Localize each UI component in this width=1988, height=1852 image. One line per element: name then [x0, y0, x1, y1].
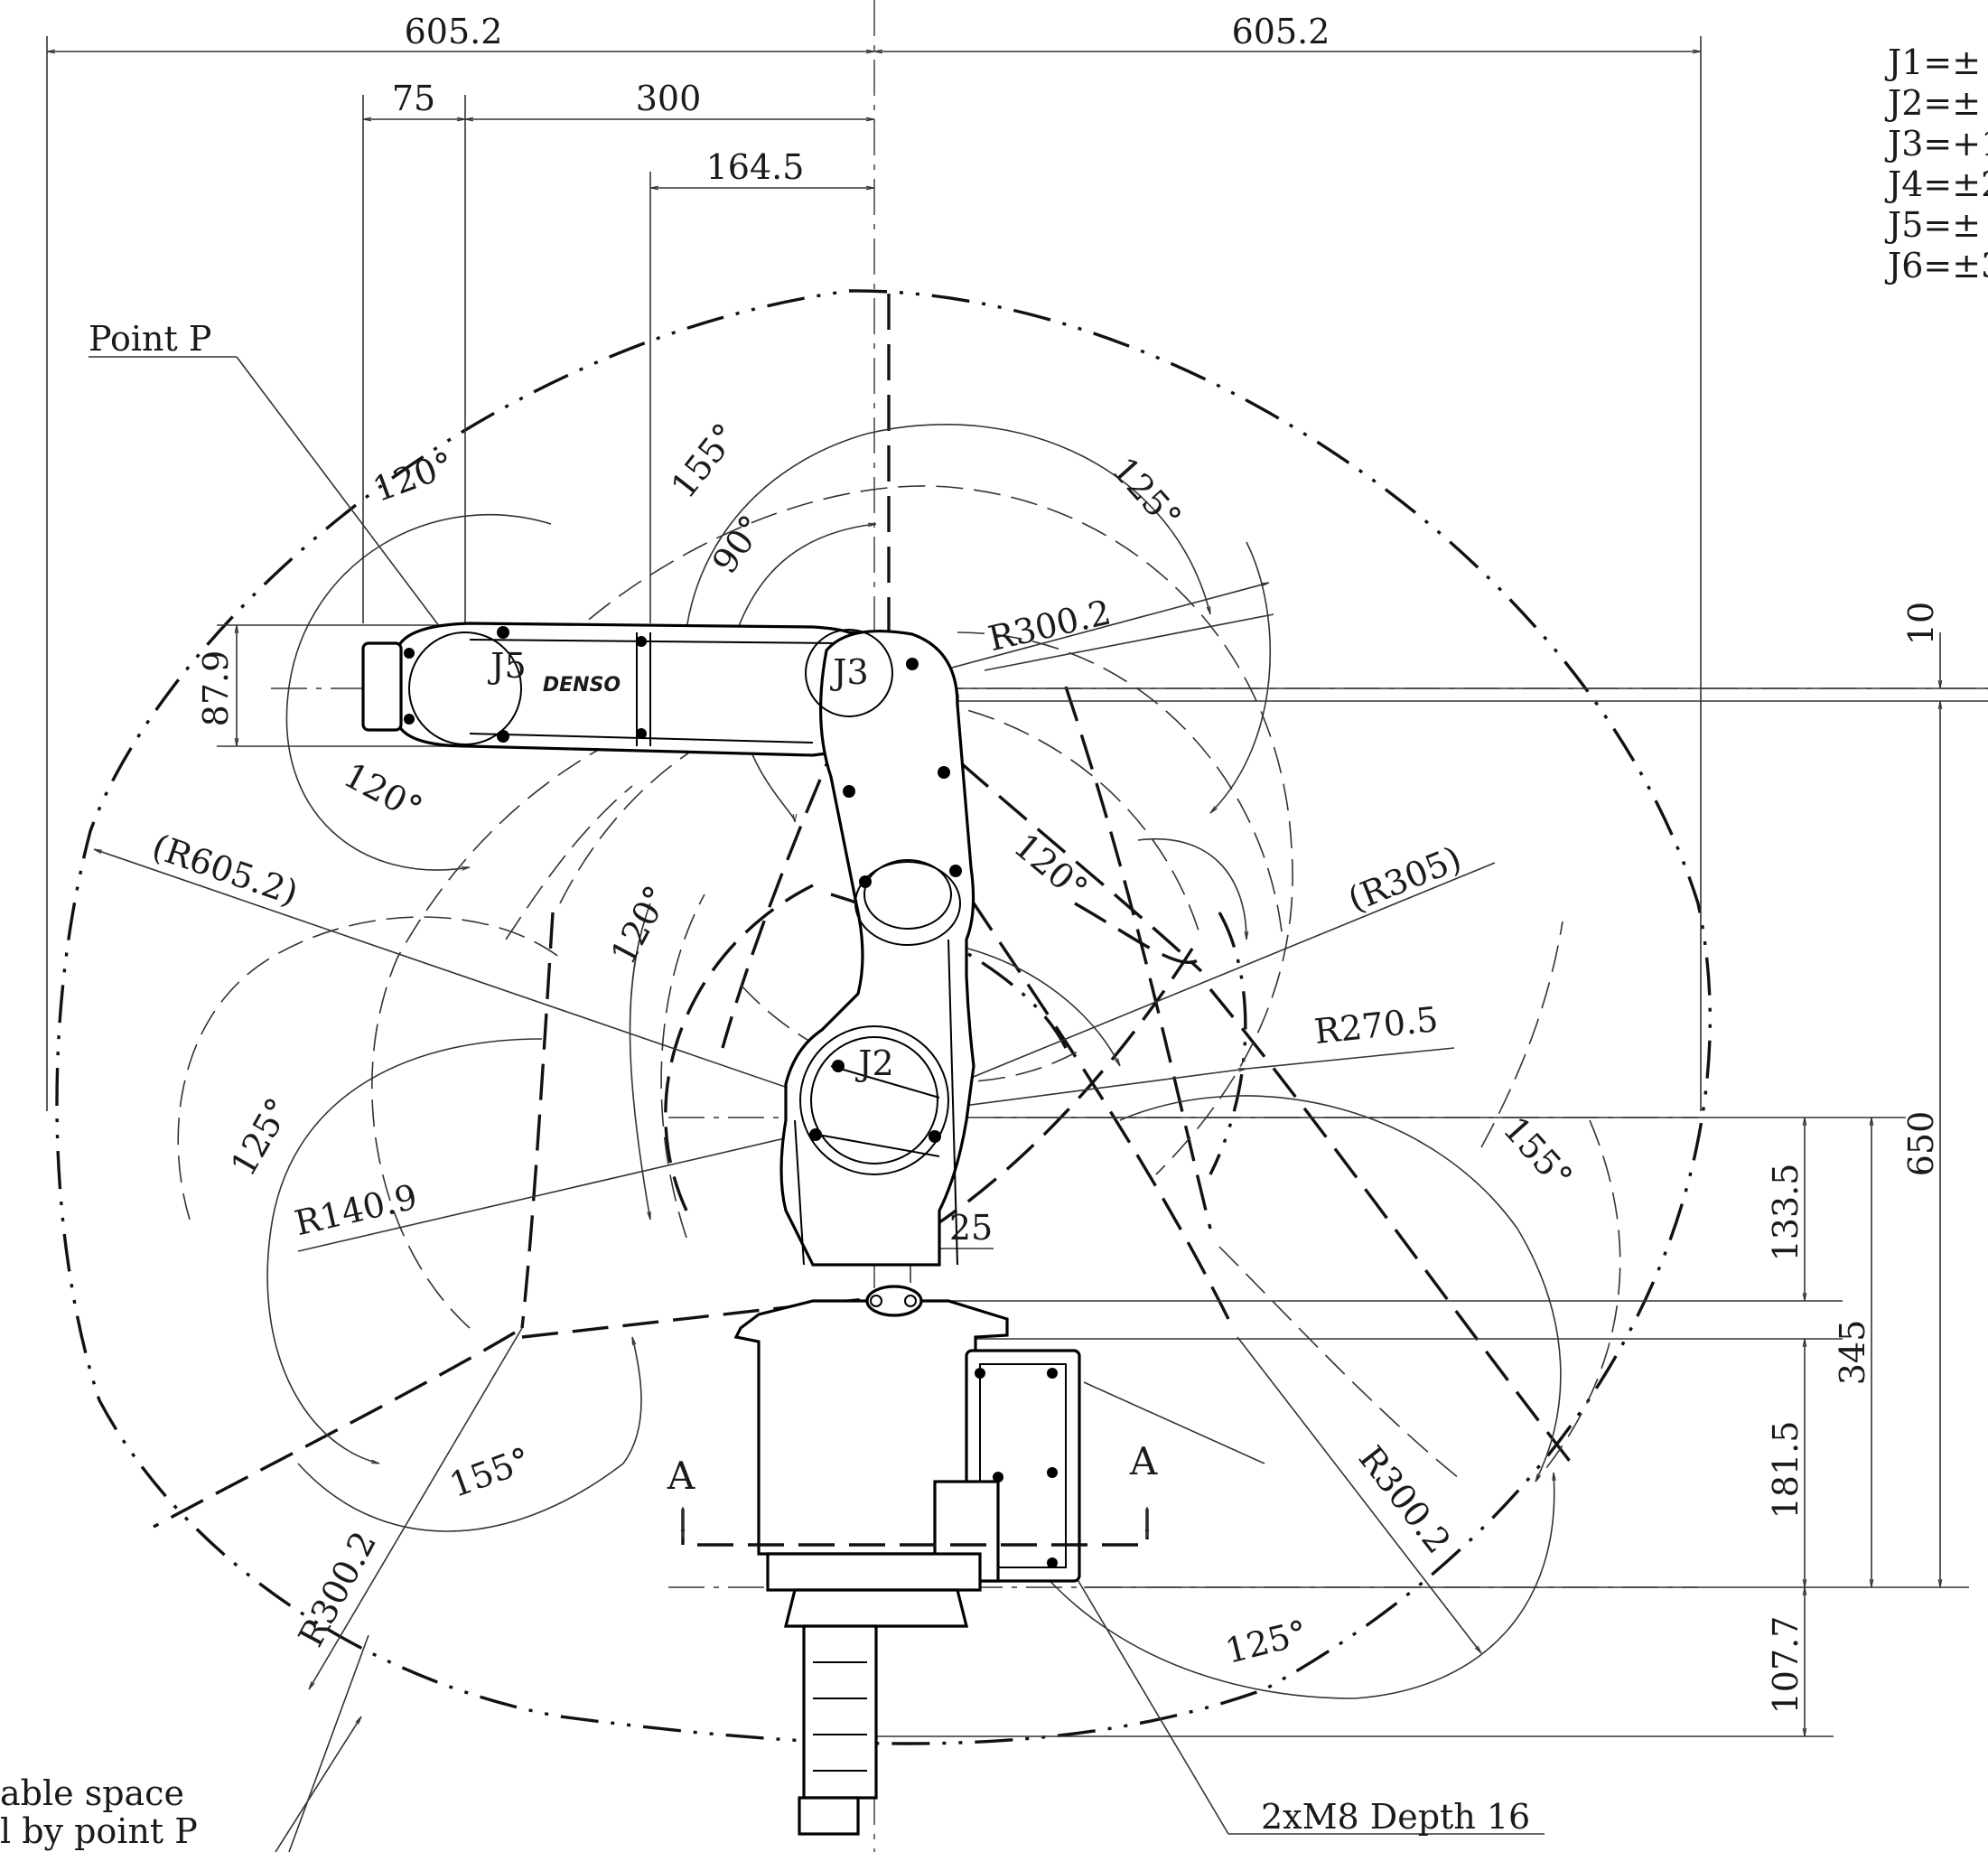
reference-lines [46, 0, 1988, 1852]
dim-height-650: 650 [1901, 1111, 1941, 1177]
mounting-holes [865, 1285, 923, 1317]
dimension-texts: 605.2 605.2 75 300 164.5 87.9 10 650 345… [196, 12, 1941, 1714]
dim-wrist-offset: 75 [392, 79, 435, 118]
dim-height-345: 345 [1833, 1320, 1872, 1386]
flange [361, 641, 403, 732]
j2-joint [799, 1025, 949, 1175]
joint-range-j4: J4=±2 [1884, 164, 1988, 204]
angle-155-top: 155° [663, 416, 745, 505]
space-note-line2: l by point P [0, 1811, 198, 1851]
dim-flange-height: 87.9 [196, 650, 236, 727]
dim-base-25: 25 [949, 1208, 993, 1248]
angle-120-mid: 120° [603, 879, 677, 970]
angle-120-top: 120° [368, 444, 459, 510]
joint-range-j2: J2=± [1884, 83, 1981, 123]
j2-label: J2 [854, 1043, 893, 1083]
joint-range-table: J1=± J2=± J3=+1 J4=±2 J5=± J6=±3 [1884, 42, 1988, 285]
joint-range-j6: J6=±3 [1884, 246, 1988, 285]
dim-arm-length: 300 [636, 79, 702, 118]
base-plate [766, 1552, 982, 1592]
space-note-line1: able space [0, 1773, 184, 1813]
dim-top-left-width: 605.2 [405, 12, 503, 51]
dimension-lines [47, 51, 1940, 1736]
angle-125-bottom: 125° [1221, 1613, 1311, 1671]
angle-155-bottom: 155° [444, 1439, 536, 1505]
angle-120-right: 120° [1006, 826, 1095, 910]
dim-j3-offset: 164.5 [706, 147, 805, 187]
section-marks [683, 1507, 1147, 1547]
thread-note: 2xM8 Depth 16 [1261, 1797, 1530, 1837]
j5-label: J5 [487, 646, 526, 686]
robot-arm [361, 622, 1081, 1836]
labels: Point P J5 J3 J2 DENSO A A 2xM8 Depth 16… [0, 319, 1530, 1851]
upper-arm [779, 629, 975, 1267]
section-a-left: A [667, 1454, 695, 1498]
dim-height-133-5: 133.5 [1766, 1164, 1806, 1262]
elbow-slot [854, 861, 961, 946]
work-envelope [55, 289, 1713, 1745]
angle-125-top: 125° [1105, 450, 1190, 538]
angle-120-j5: 120° [337, 755, 428, 829]
dim-height-181-5: 181.5 [1766, 1421, 1806, 1520]
radius-r300-2-right: R300.2 [1351, 1438, 1459, 1560]
joint-range-j1: J1=± [1884, 42, 1981, 82]
j5-joint [408, 631, 522, 745]
dim-top-right-width: 605.2 [1232, 12, 1330, 51]
section-a-right: A [1129, 1439, 1158, 1483]
radius-r305: (R305) [1342, 838, 1467, 920]
j3-joint [805, 629, 893, 717]
radius-r140-9: R140.9 [291, 1176, 421, 1243]
radius-r605-2: (R605.2) [147, 827, 303, 913]
leader-lines [89, 356, 1545, 1852]
point-p-label: Point P [89, 319, 211, 359]
radius-r270-5: R270.5 [1312, 999, 1440, 1052]
joint-range-j3: J3=+1 [1884, 124, 1988, 164]
j3-label: J3 [829, 652, 868, 692]
cable-connector [802, 1624, 878, 1800]
joint-range-j5: J5=± [1884, 205, 1981, 245]
dim-height-107-7: 107.7 [1766, 1616, 1806, 1715]
denso-logo: DENSO [543, 674, 621, 697]
angle-155-right: 155° [1496, 1109, 1581, 1197]
dim-offset-10: 10 [1901, 602, 1941, 645]
